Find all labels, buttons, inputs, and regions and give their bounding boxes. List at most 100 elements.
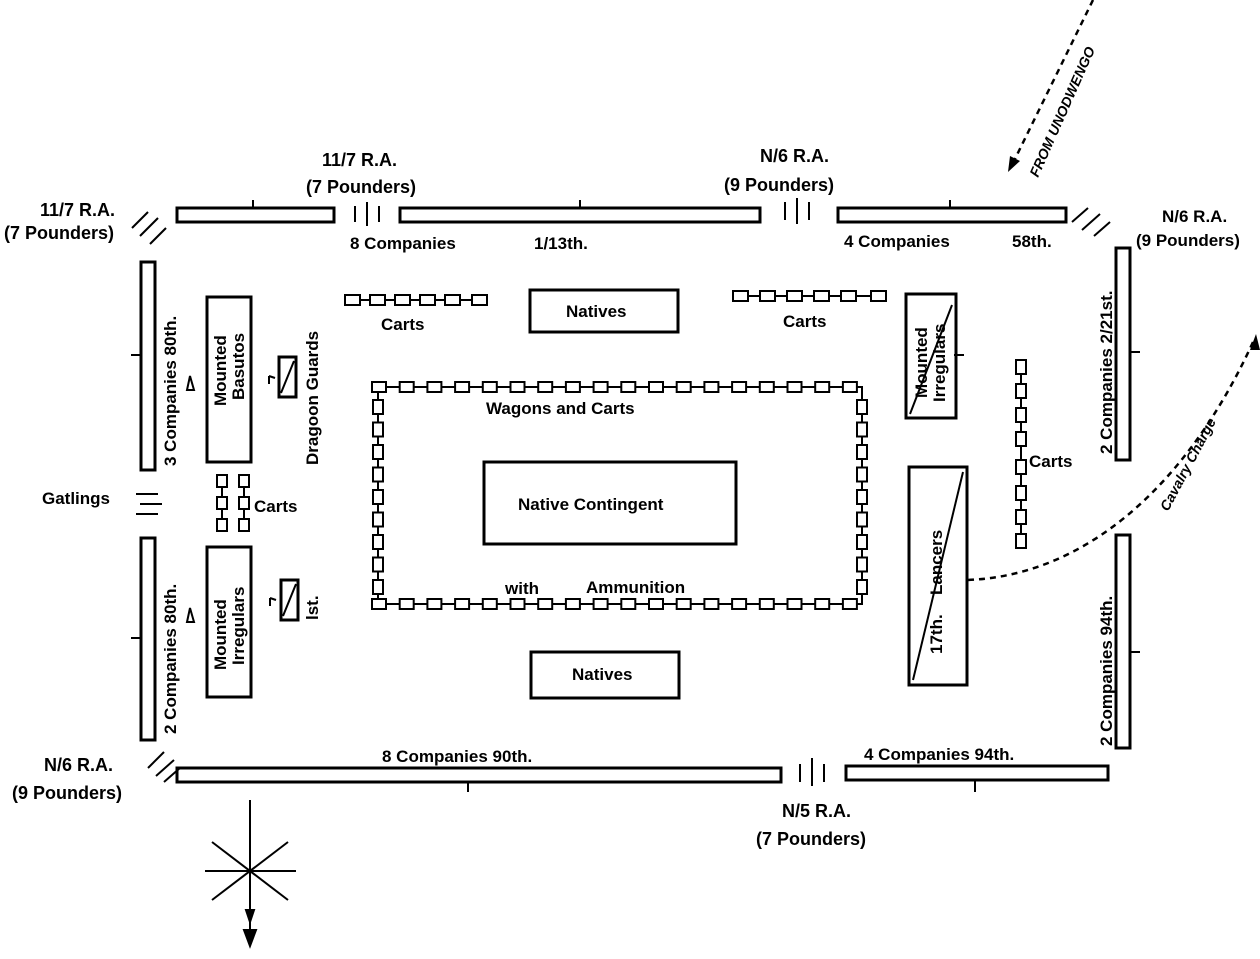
wagon [856, 556, 868, 573]
flag-irregulars-icon [185, 607, 196, 623]
wagon [856, 444, 868, 460]
wagon [398, 598, 415, 610]
wagon [481, 598, 498, 610]
wagon [372, 579, 384, 595]
wagon [372, 534, 384, 550]
mounted-irregulars-left-line2: Irregulars [229, 587, 248, 665]
pounders-9-top-label: (9 Pounders) [724, 175, 834, 195]
wagon-laager [371, 381, 868, 610]
mounted-irregulars-left-box [205, 545, 253, 699]
wagon [372, 466, 384, 483]
wagon [648, 598, 664, 610]
wagon [372, 399, 384, 415]
wagon [703, 598, 720, 610]
natives-top-label: Natives [566, 302, 626, 321]
carts-top-right-label: Carts [783, 312, 826, 331]
wagon [537, 598, 554, 610]
flag-basutos-icon [185, 375, 196, 391]
natives-top-box [528, 288, 680, 334]
wagon [537, 381, 554, 393]
wagon [856, 511, 868, 528]
wagon [454, 598, 471, 610]
carts-left-label: Carts [254, 497, 297, 516]
wagon [856, 421, 868, 438]
pounders-9-left-label: (9 Pounders) [12, 783, 122, 803]
wagon [786, 381, 803, 393]
regiment-13-label: 1/13th. [534, 234, 588, 253]
wagon [372, 489, 384, 505]
two-companies-80-label: 2 Companies 80th. [161, 584, 180, 734]
dragoon-guards-label: Dragoon Guards [303, 331, 322, 465]
carts-top-right [732, 290, 887, 302]
pounders-7-left-label: (7 Pounders) [4, 223, 114, 243]
seventeenth-label: 17th. [927, 614, 946, 654]
cavalry-charge-label: Cavalry Charge [1157, 415, 1219, 513]
wagon [398, 381, 415, 393]
wagon [758, 598, 775, 610]
wagon [814, 381, 831, 393]
wagon [509, 381, 526, 393]
regiment-58-label: 58th. [1012, 232, 1052, 251]
carts-left [216, 474, 250, 532]
native-contingent-label: Native Contingent [518, 495, 664, 514]
wagon [426, 598, 443, 610]
carts-right-label: Carts [1029, 452, 1072, 471]
pounders-7-bottom-label: (7 Pounders) [756, 829, 866, 849]
bottom-infantry-line [175, 764, 1110, 792]
lancers-box [907, 465, 969, 687]
first-label: lst. [303, 595, 322, 620]
ra-n6-top-label: N/6 R.A. [760, 146, 829, 166]
unodwengo-arrow [1008, 0, 1095, 172]
wagon [856, 399, 868, 415]
ra-11-7-top-label: 11/7 R.A. [322, 150, 397, 170]
wagon [620, 598, 637, 610]
mounted-irregulars-right-line1: Mounted [912, 327, 931, 398]
wagon [856, 579, 868, 595]
carts-top-left-label: Carts [381, 315, 424, 334]
wagon [371, 598, 387, 610]
carts-top-left [344, 294, 488, 306]
wagon [786, 598, 803, 610]
wagon [371, 381, 387, 393]
wagon [372, 421, 384, 438]
first-dragoon-symbol [269, 578, 300, 622]
wagon [814, 598, 831, 610]
wagon [675, 381, 692, 393]
wagon [856, 489, 868, 505]
four-companies-94-label: 4 Companies 94th. [864, 745, 1014, 764]
wagon [509, 598, 526, 610]
wagons-and-carts-label: Wagons and Carts [486, 399, 635, 418]
pounders-9-right-label: (9 Pounders) [1136, 231, 1240, 250]
mounted-basutos-line2: Basutos [229, 333, 248, 400]
dragoon-guards-symbol [268, 355, 298, 399]
ammunition-label: Ammunition [586, 578, 685, 597]
three-companies-80-label: 3 Companies 80th. [161, 316, 180, 466]
wagon [372, 556, 384, 573]
four-companies-58-label: 4 Companies [844, 232, 950, 251]
pounders-7-top-label: (7 Pounders) [306, 177, 416, 197]
wagon [856, 534, 868, 550]
wagon [731, 598, 748, 610]
natives-bottom-box [529, 650, 681, 700]
carts-right [1015, 359, 1027, 549]
wagon [648, 381, 664, 393]
wagon [703, 381, 720, 393]
wagon [856, 466, 868, 483]
wagon [564, 598, 581, 610]
wagon [454, 381, 471, 393]
wagon [481, 381, 498, 393]
with-label: with [504, 579, 539, 598]
mounted-basutos-line1: Mounted [211, 335, 230, 406]
wagon [564, 381, 581, 393]
native-contingent-box [482, 460, 738, 546]
left-infantry-line [131, 260, 157, 742]
ra-n6-right-label: N/6 R.A. [1162, 207, 1227, 226]
ra-11-7-left-label: 11/7 R.A. [40, 200, 115, 220]
wagon [592, 598, 609, 610]
ra-n5-label: N/5 R.A. [782, 801, 851, 821]
eight-companies-90-label: 8 Companies 90th. [382, 747, 532, 766]
gatlings-label: Gatlings [42, 489, 110, 508]
wagon [675, 598, 692, 610]
wagon [372, 444, 384, 460]
